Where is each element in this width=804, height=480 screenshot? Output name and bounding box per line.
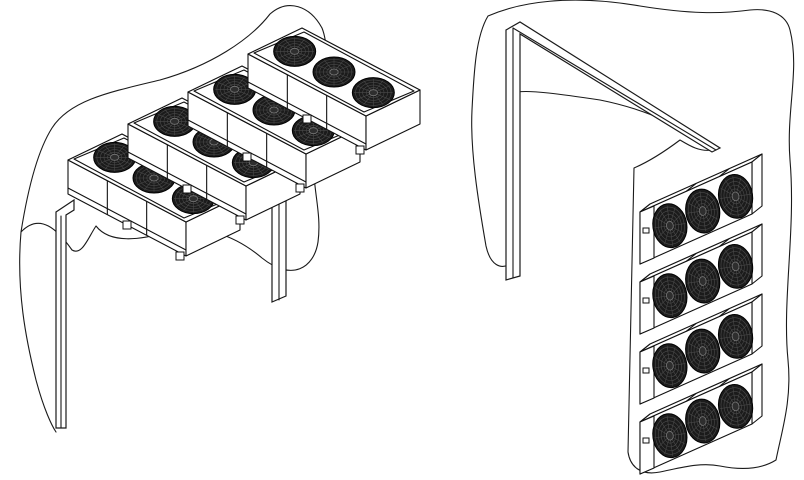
wall-fan-unit: [639, 153, 763, 265]
wall-fan-unit: [639, 223, 763, 335]
fan-icon: [685, 188, 721, 234]
wall-installation-scene: [471, 0, 795, 475]
mounting-bracket: [295, 183, 305, 193]
fan-icon: [312, 56, 356, 88]
wall-cut-left-lower: [19, 231, 57, 433]
fan-icon: [273, 35, 317, 67]
wall-fan-unit: [639, 293, 763, 405]
unit-end-face: [751, 363, 763, 425]
unit-end-face: [751, 293, 763, 355]
fan-icon: [652, 273, 688, 319]
fan-icon: [717, 383, 754, 429]
roof-fan-unit: [127, 97, 301, 225]
unit-end-face: [751, 223, 763, 285]
fan-icon: [717, 313, 754, 359]
mounting-bracket: [175, 251, 185, 261]
mounting-bracket: [235, 215, 245, 225]
roof-fan-unit: [247, 27, 421, 155]
wall-units-group: [639, 153, 763, 475]
fan-icon: [652, 343, 688, 389]
unit-nameplate: [642, 227, 650, 234]
unit-nameplate: [642, 297, 650, 304]
unit-nameplate: [642, 437, 650, 444]
mounting-bracket: [182, 184, 192, 194]
mounting-bracket: [355, 145, 365, 155]
fan-icon: [652, 413, 688, 459]
wall-opening-frame: [505, 21, 722, 281]
mounting-bracket: [302, 114, 312, 124]
fan-icon: [685, 328, 721, 374]
left-wall-post: [55, 198, 75, 429]
fan-icon: [93, 141, 137, 173]
roof-installation-scene: [19, 5, 421, 433]
unit-end-face: [751, 153, 763, 215]
fan-icon: [717, 243, 754, 289]
fan-icon: [685, 258, 721, 304]
fan-icon: [652, 203, 688, 249]
fan-icon: [153, 105, 197, 137]
fan-icon: [213, 73, 257, 105]
roof-units-group: [67, 27, 421, 261]
fan-icon: [717, 173, 754, 219]
mounting-bracket: [122, 220, 132, 230]
wall-fan-unit: [639, 363, 763, 475]
fan-icon: [351, 77, 395, 109]
unit-nameplate: [642, 367, 650, 374]
fan-icon: [685, 398, 721, 444]
mounting-bracket: [242, 152, 252, 162]
